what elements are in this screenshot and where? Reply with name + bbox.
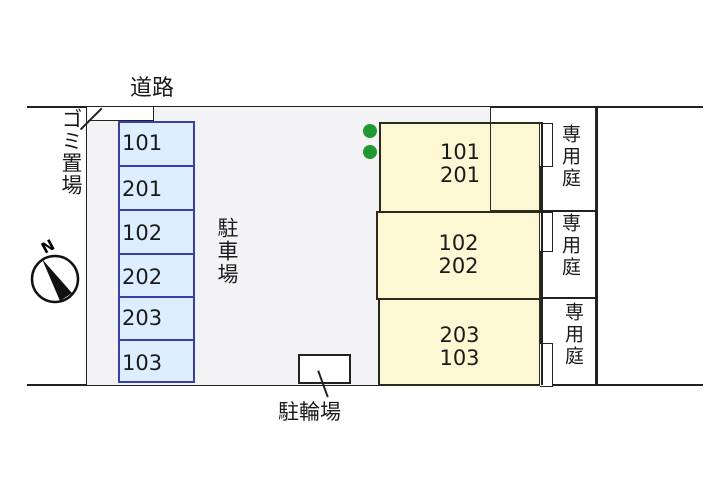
right-boundary-line: [595, 106, 598, 386]
garden-divider-2: [541, 297, 596, 299]
parking-slot: 203: [120, 298, 193, 341]
building-unit-2: 102 202: [376, 211, 541, 300]
unit-number-upper: 203: [439, 323, 480, 347]
bicycle-parking-box: [298, 354, 351, 384]
unit-number-upper: 102: [438, 231, 479, 255]
parking-slot: 201: [120, 167, 193, 211]
parking-slot: 101: [120, 123, 193, 167]
balcony-2: [540, 212, 553, 252]
building-unit-3: 203 103: [378, 298, 541, 386]
balcony-1: [540, 123, 553, 167]
unit-number-lower: 202: [438, 254, 479, 278]
tree-icon: [363, 145, 377, 159]
compass-icon: N: [25, 235, 85, 305]
bottom-boundary-line: [27, 384, 703, 386]
unit-number-upper: 101: [439, 140, 481, 164]
garden-label-2: 専用庭: [559, 213, 581, 279]
parking-slot: 202: [120, 255, 193, 298]
parking-label: 駐車場: [215, 217, 239, 286]
unit-number-lower: 201: [439, 163, 481, 187]
garden-label-1: 専用庭: [559, 124, 581, 190]
building-unit-1: 101 201: [379, 122, 541, 213]
garbage-area-box: [88, 107, 154, 121]
road-label: 道路: [130, 76, 175, 101]
garden-left-edge: [541, 122, 543, 385]
parking-lot-area-strip: [380, 107, 490, 123]
parking-slot: 102: [120, 211, 193, 255]
parking-slot-column: 101 201 102 202 203 103: [118, 121, 195, 383]
tree-icon: [363, 124, 377, 138]
parking-slot: 103: [122, 351, 163, 375]
bicycle-parking-label: 駐輪場: [278, 400, 341, 424]
garden-label-3: 専用庭: [562, 302, 584, 368]
unit-number-lower: 103: [439, 346, 480, 370]
garden-divider-1: [541, 210, 596, 212]
garbage-area-label: ゴミ置場: [59, 108, 83, 196]
svg-text:N: N: [38, 236, 58, 258]
balcony-3: [540, 343, 553, 387]
